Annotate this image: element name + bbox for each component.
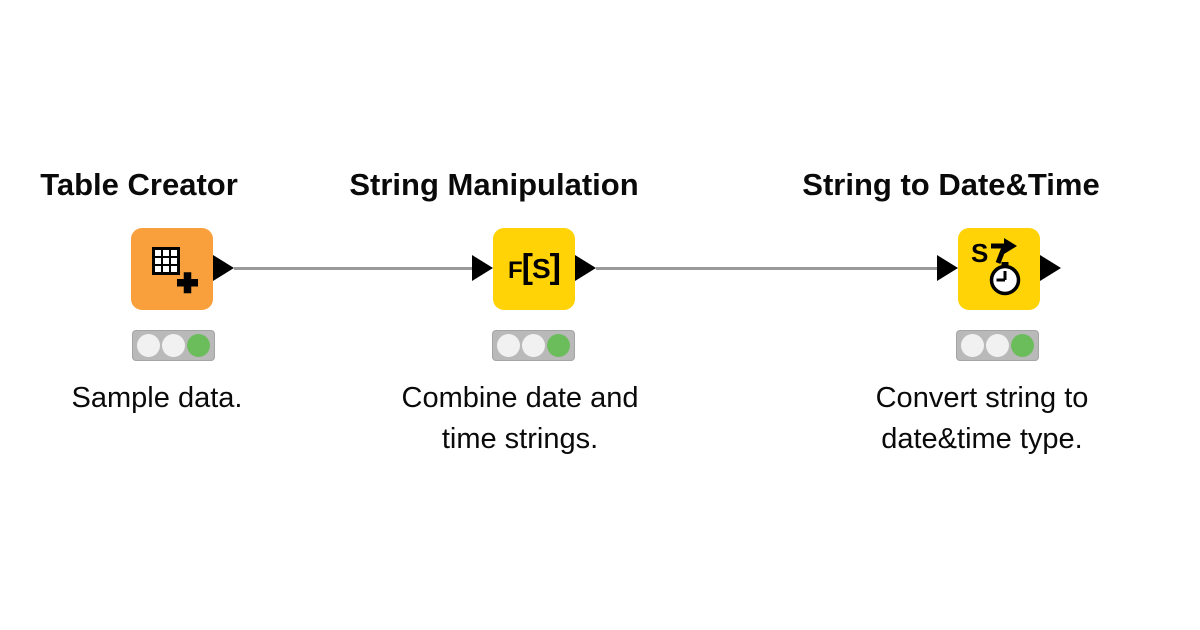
- node-desc-string-manipulation: Combine date and time strings.: [402, 378, 639, 460]
- icon-letter-f: F: [507, 257, 523, 284]
- connection-line-2[interactable]: [596, 267, 937, 270]
- icon-letter-s: S: [531, 253, 551, 284]
- node-string-to-datetime[interactable]: S: [958, 228, 1040, 310]
- status-light-off: [137, 334, 160, 357]
- icon-bracket-close: ]: [549, 248, 561, 286]
- desc-line: Sample data.: [71, 382, 243, 414]
- input-port-string-to-datetime[interactable]: [937, 255, 958, 281]
- status-light-green: [1011, 334, 1034, 357]
- desc-line: date&time type.: [881, 423, 1083, 455]
- output-port-table-creator[interactable]: [213, 255, 234, 281]
- string-arrow-clock-icon: S: [971, 238, 1021, 296]
- icon-letter-s: S: [971, 238, 988, 268]
- desc-line: Combine date and: [401, 382, 639, 414]
- node-title-table-creator: Table Creator: [40, 167, 238, 202]
- status-traffic-light: [956, 330, 1039, 361]
- status-light-green: [547, 334, 570, 357]
- status-light-off: [497, 334, 520, 357]
- node-desc-string-to-datetime: Convert string to date&time type.: [876, 378, 1089, 460]
- node-desc-table-creator: Sample data.: [72, 378, 243, 419]
- status-light-green: [187, 334, 210, 357]
- arrow-head: [1004, 238, 1017, 254]
- node-title-string-manipulation: String Manipulation: [349, 167, 639, 202]
- status-light-off: [961, 334, 984, 357]
- connection-line-1[interactable]: [234, 267, 472, 270]
- input-port-string-manipulation[interactable]: [472, 255, 493, 281]
- node-string-manipulation[interactable]: F[S]: [493, 228, 575, 310]
- table-grid-plus-icon: [152, 247, 198, 294]
- desc-line: time strings.: [441, 423, 599, 455]
- node-table-creator[interactable]: [131, 228, 213, 310]
- status-light-off: [522, 334, 545, 357]
- node-title-string-to-datetime: String to Date&Time: [802, 167, 1100, 202]
- status-light-off: [986, 334, 1009, 357]
- icon-bracket-open: [: [521, 248, 533, 286]
- output-port-string-manipulation[interactable]: [575, 255, 596, 281]
- f-bracket-s-icon: F[S]: [493, 228, 575, 310]
- status-light-off: [162, 334, 185, 357]
- arrow-tail: [995, 244, 1008, 264]
- clock-button: [1001, 262, 1009, 267]
- output-port-string-to-datetime[interactable]: [1040, 255, 1061, 281]
- status-traffic-light: [492, 330, 575, 361]
- desc-line: Convert string to: [875, 382, 1089, 414]
- status-traffic-light: [132, 330, 215, 361]
